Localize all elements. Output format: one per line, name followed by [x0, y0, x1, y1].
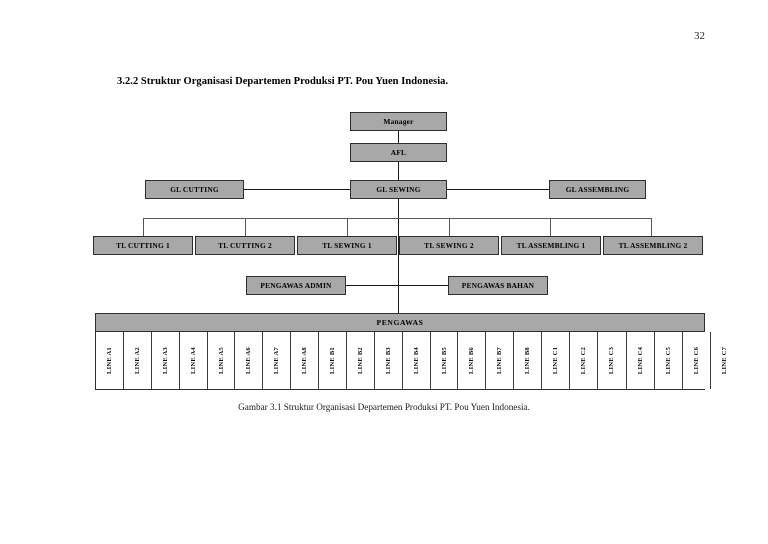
line-cell[interactable]: LINE B5 [430, 332, 459, 389]
line-cell[interactable]: LINE A1 [96, 332, 124, 389]
node-manager[interactable]: Manager [350, 112, 447, 131]
line-label: LINE B1 [328, 347, 336, 374]
line-label: LINE C5 [665, 346, 673, 375]
line-cell[interactable]: LINE C7 [711, 332, 739, 389]
line-cell[interactable]: LINE A4 [179, 332, 208, 389]
line-label: LINE B2 [356, 347, 364, 374]
connector-tl-stub-3 [347, 218, 349, 236]
line-label: LINE A3 [161, 347, 169, 374]
connector-spine-to-bahan [398, 285, 448, 287]
line-label: LINE C7 [721, 346, 729, 375]
line-label: LINE B5 [440, 347, 448, 374]
node-tl-cutting-1[interactable]: TL CUTTING 1 [93, 236, 193, 255]
line-label: LINE B7 [496, 347, 504, 374]
line-label: LINE C4 [636, 346, 644, 375]
line-label: LINE B6 [468, 347, 476, 374]
connector-manager-afl [398, 131, 400, 143]
connector-gl-sewing-assembling [447, 189, 549, 191]
connector-admin-to-spine [346, 285, 399, 287]
node-tl-sewing-2[interactable]: TL SEWING 2 [399, 236, 499, 255]
line-label: LINE A1 [105, 347, 113, 374]
node-pengawas-bahan[interactable]: PENGAWAS BAHAN [448, 276, 548, 295]
line-cell[interactable]: LINE A3 [151, 332, 180, 389]
line-label: LINE A6 [245, 347, 253, 374]
line-cell[interactable]: LINE B8 [514, 332, 542, 389]
node-gl-cutting[interactable]: GL CUTTING [145, 180, 244, 199]
line-label: LINE A2 [133, 347, 141, 374]
connector-tl-bus [143, 218, 651, 220]
line-cell[interactable]: LINE B1 [319, 332, 347, 389]
line-label: LINE C3 [608, 346, 616, 375]
connector-tl-stub-2 [245, 218, 247, 236]
line-cell[interactable]: LINE A6 [235, 332, 264, 389]
line-cell[interactable]: LINE B7 [486, 332, 515, 389]
connector-tl-stub-6 [651, 218, 653, 236]
line-cell[interactable]: LINE B3 [374, 332, 403, 389]
node-tl-assembling-1[interactable]: TL ASSEMBLING 1 [501, 236, 601, 255]
connector-tl-stub-4 [449, 218, 451, 236]
section-heading: 3.2.2 Struktur Organisasi Departemen Pro… [117, 76, 449, 87]
node-tl-cutting-2[interactable]: TL CUTTING 2 [195, 236, 295, 255]
line-cell[interactable]: LINE C4 [626, 332, 655, 389]
line-cell[interactable]: LINE C5 [654, 332, 684, 389]
node-tl-assembling-2[interactable]: TL ASSEMBLING 2 [603, 236, 703, 255]
line-cell[interactable]: LINE B2 [346, 332, 375, 389]
line-label: LINE B4 [412, 347, 420, 374]
line-cell[interactable]: LINE C1 [542, 332, 571, 389]
node-gl-sewing[interactable]: GL SEWING [350, 180, 447, 199]
org-chart: Manager AFL GL CUTTING GL SEWING GL ASSE… [93, 112, 739, 390]
connector-central-spine [398, 199, 400, 313]
node-pengawas-admin[interactable]: PENGAWAS ADMIN [246, 276, 346, 295]
line-label: LINE C2 [580, 346, 588, 375]
line-cell[interactable]: LINE C2 [570, 332, 599, 389]
line-cell[interactable]: LINE A7 [263, 332, 292, 389]
line-cell[interactable]: LINE A2 [123, 332, 152, 389]
line-label: LINE A8 [301, 347, 309, 374]
line-label: LINE A4 [189, 347, 197, 374]
node-tl-sewing-1[interactable]: TL SEWING 1 [297, 236, 397, 255]
line-cell[interactable]: LINE B4 [402, 332, 431, 389]
line-label: LINE B8 [524, 347, 532, 374]
connector-tl-stub-1 [143, 218, 145, 236]
line-label: LINE C6 [693, 346, 701, 375]
line-cell[interactable]: LINE A8 [291, 332, 319, 389]
connector-afl-gl-sewing [398, 162, 400, 180]
line-label: LINE A5 [217, 347, 225, 374]
line-label: LINE C1 [552, 346, 560, 375]
connector-gl-cutting-sewing [244, 189, 350, 191]
line-cell[interactable]: LINE C3 [598, 332, 627, 389]
node-gl-assembling[interactable]: GL ASSEMBLING [549, 180, 646, 199]
node-pengawas-bar[interactable]: PENGAWAS [95, 313, 705, 332]
line-label: LINE B3 [384, 347, 392, 374]
line-cells-frame: LINE A1 LINE A2 LINE A3 LINE A4 LINE A5 … [95, 332, 739, 390]
page-number: 32 [694, 30, 705, 42]
line-label: LINE A7 [273, 347, 281, 374]
figure-caption: Gambar 3.1 Struktur Organisasi Departeme… [238, 402, 530, 412]
line-cell[interactable]: LINE C6 [683, 332, 712, 389]
line-cell[interactable]: LINE B6 [458, 332, 487, 389]
node-afl[interactable]: AFL [350, 143, 447, 162]
connector-tl-stub-5 [550, 218, 552, 236]
line-cell[interactable]: LINE A5 [207, 332, 236, 389]
